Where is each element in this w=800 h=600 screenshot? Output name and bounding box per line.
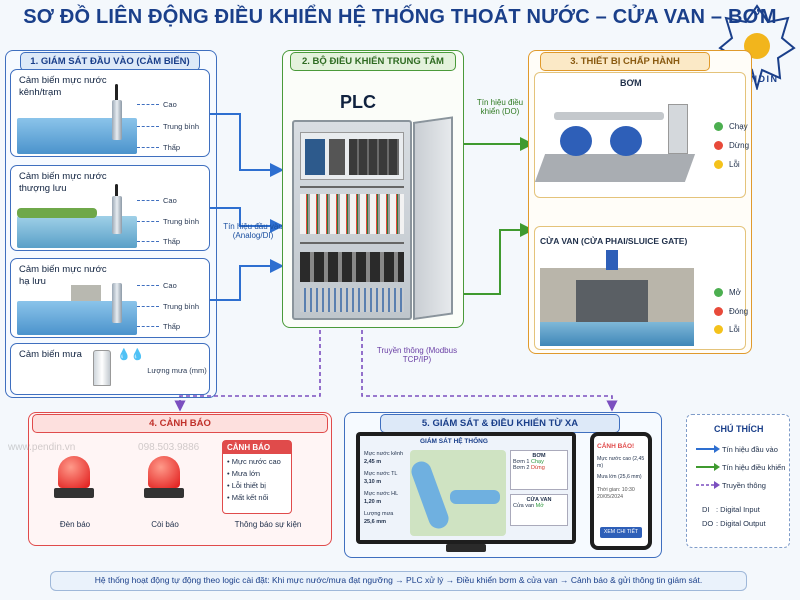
level-mid: Trung bình xyxy=(163,302,199,311)
communication-label: Truyền thông (Modbus TCP/IP) xyxy=(376,346,458,364)
logo-text: PENDIN xyxy=(735,74,779,84)
legend-abbr-do: DO: Digital Output xyxy=(702,519,766,528)
sensor-card-upstream: Cảm biến mực nước thượng lưu Cao Trung b… xyxy=(10,165,210,251)
light-label: Đèn báo xyxy=(59,520,91,529)
event-label: Thông báo sự kiện xyxy=(234,520,302,529)
gate-state-closed: Đóng xyxy=(714,307,748,317)
alert-box-title: CẢNH BÁO xyxy=(223,441,291,454)
sensor-label: Cảm biến mực nước hạ lưu xyxy=(19,264,107,287)
scada-pump-title: BƠM xyxy=(532,453,546,459)
phone-alert-line: Mực nước cao (2,45 m) xyxy=(597,456,645,469)
pump-state-run: Chạy xyxy=(714,122,748,132)
monitor-stand-icon xyxy=(446,544,486,552)
cable-icon xyxy=(115,84,118,104)
legend-control: Tín hiệu điều khiển xyxy=(722,463,786,472)
raindrops-icon: 💧💧 xyxy=(117,349,145,361)
phone-icon: CẢNH BÁO! Mực nước cao (2,45 m) Mưa lớn … xyxy=(590,432,652,550)
scada-title: GIÁM SÁT HỆ THỐNG xyxy=(420,438,488,445)
sensor-label: Cảm biến mực nước kênh/trạm xyxy=(19,75,107,98)
control-arrows xyxy=(464,137,534,295)
sensor-label: Cảm biến mực nước thượng lưu xyxy=(19,171,107,194)
phone-alert-line: Mưa lớn (25,6 mm) xyxy=(597,474,642,480)
pump-state-fault: Lỗi xyxy=(714,160,740,170)
cabinet-door-icon xyxy=(413,116,453,321)
legend-arrows xyxy=(696,445,720,489)
legend-box xyxy=(686,414,790,548)
reading-label: Lượng mưa xyxy=(364,511,394,517)
alert-item: • Mưa lớn xyxy=(227,469,260,478)
watermark: www.pendin.vn 098.503.9886 xyxy=(8,442,200,453)
level-sensor-icon xyxy=(112,283,122,323)
level-high: Cao xyxy=(163,100,177,109)
scada-pump-row: Bơm 1 Chạy xyxy=(513,459,544,465)
reading-value: 2,45 m xyxy=(364,459,382,465)
control-cabinet-icon xyxy=(292,120,412,320)
level-low: Thấp xyxy=(163,143,181,152)
gate-state-fault: Lỗi xyxy=(714,325,740,335)
scada-gate-row: Cửa van Mở xyxy=(513,503,544,509)
canal-map-icon xyxy=(408,450,506,536)
sluice-gate-icon xyxy=(540,250,694,346)
grass-icon xyxy=(17,208,97,218)
section4-heading: 4. CẢNH BÁO xyxy=(32,414,328,433)
reading-value: 1,20 m xyxy=(364,499,382,505)
diagram-title: SƠ ĐỒ LIÊN ĐỘNG ĐIỀU KHIỂN HỆ THỐNG THOÁ… xyxy=(23,6,777,28)
level-mid: Trung bình xyxy=(163,217,199,226)
horn-label: Còi báo xyxy=(151,520,179,529)
scada-gate-title: CỬA VAN xyxy=(526,497,552,503)
level-mid: Trung bình xyxy=(163,122,199,131)
phone-view-button[interactable]: XEM CHI TIẾT xyxy=(600,527,642,538)
gate-title: CỬA VAN (CỬA PHAI/SLUICE GATE) xyxy=(540,236,688,246)
pump-image-icon xyxy=(534,92,696,192)
phone-alert-time: Thời gian: 10:30 20/05/2024 xyxy=(597,487,635,500)
alert-item: • Lỗi thiết bị xyxy=(227,481,266,490)
sensor-card-rain: Cảm biến mưa 💧💧 Lượng mưa (mm) xyxy=(10,343,210,395)
communication-lines xyxy=(174,330,618,412)
section3-heading: 3. THIẾT BỊ CHẤP HÀNH xyxy=(540,52,710,71)
legend-comm: Truyền thông xyxy=(722,481,766,490)
alert-item: • Mực nước cao xyxy=(227,457,281,466)
reading-label: Mực nước kênh xyxy=(364,451,404,457)
warning-light-icon xyxy=(54,452,94,502)
alert-item: • Mất kết nối xyxy=(227,493,269,502)
plc-label: PLC xyxy=(340,92,376,112)
pump-title: BƠM xyxy=(620,78,642,88)
alert-box: CẢNH BÁO • Mực nước cao • Mưa lớn • Lỗi … xyxy=(222,440,292,514)
footer-note: Hệ thống hoạt động tự động theo logic cà… xyxy=(50,571,747,591)
control-signal-label: Tín hiệu điều khiển (DO) xyxy=(476,98,524,116)
pump-state-stop: Dừng xyxy=(714,141,749,151)
section5-heading: 5. GIÁM SÁT & ĐIỀU KHIỂN TỪ XA xyxy=(380,414,620,433)
level-low: Thấp xyxy=(163,322,181,331)
legend-input: Tín hiệu đầu vào xyxy=(722,445,778,454)
reading-value: 25,6 mm xyxy=(364,519,387,525)
reading-label: Mực nước HL xyxy=(364,491,399,497)
level-sensor-icon xyxy=(112,100,122,140)
sensor-card-station: Cảm biến mực nước kênh/trạm Cao Trung bì… xyxy=(10,69,210,157)
reading-value: 3,10 m xyxy=(364,479,382,485)
siren-icon xyxy=(144,452,184,502)
legend-abbr-di: DI: Digital Input xyxy=(702,505,760,514)
rain-label: Cảm biến mưa xyxy=(19,349,82,360)
level-high: Cao xyxy=(163,281,177,290)
cable-icon xyxy=(115,184,118,200)
scada-pump-row: Bơm 2 Dừng xyxy=(513,465,545,471)
level-low: Thấp xyxy=(163,237,181,246)
gate-state-open: Mở xyxy=(714,288,741,298)
section2-heading: 2. BỘ ĐIỀU KHIỂN TRUNG TÂM xyxy=(290,52,456,71)
legend-title: CHÚ THÍCH xyxy=(714,424,764,434)
input-signal-label: Tín hiệu đầu vào (Analog/DI) xyxy=(223,222,283,240)
scada-monitor: GIÁM SÁT HỆ THỐNG Mực nước kênh 2,45 m Mự… xyxy=(356,432,576,544)
rain-value: Lượng mưa (mm) xyxy=(147,366,207,375)
level-high: Cao xyxy=(163,196,177,205)
phone-alert-title: CẢNH BÁO! xyxy=(597,443,635,450)
input-arrows xyxy=(210,113,284,301)
reading-label: Mực nước TL xyxy=(364,471,398,477)
sensor-card-downstream: Cảm biến mực nước hạ lưu Cao Trung bình … xyxy=(10,258,210,338)
level-sensor-icon xyxy=(112,196,122,234)
rain-gauge-icon xyxy=(93,350,111,386)
